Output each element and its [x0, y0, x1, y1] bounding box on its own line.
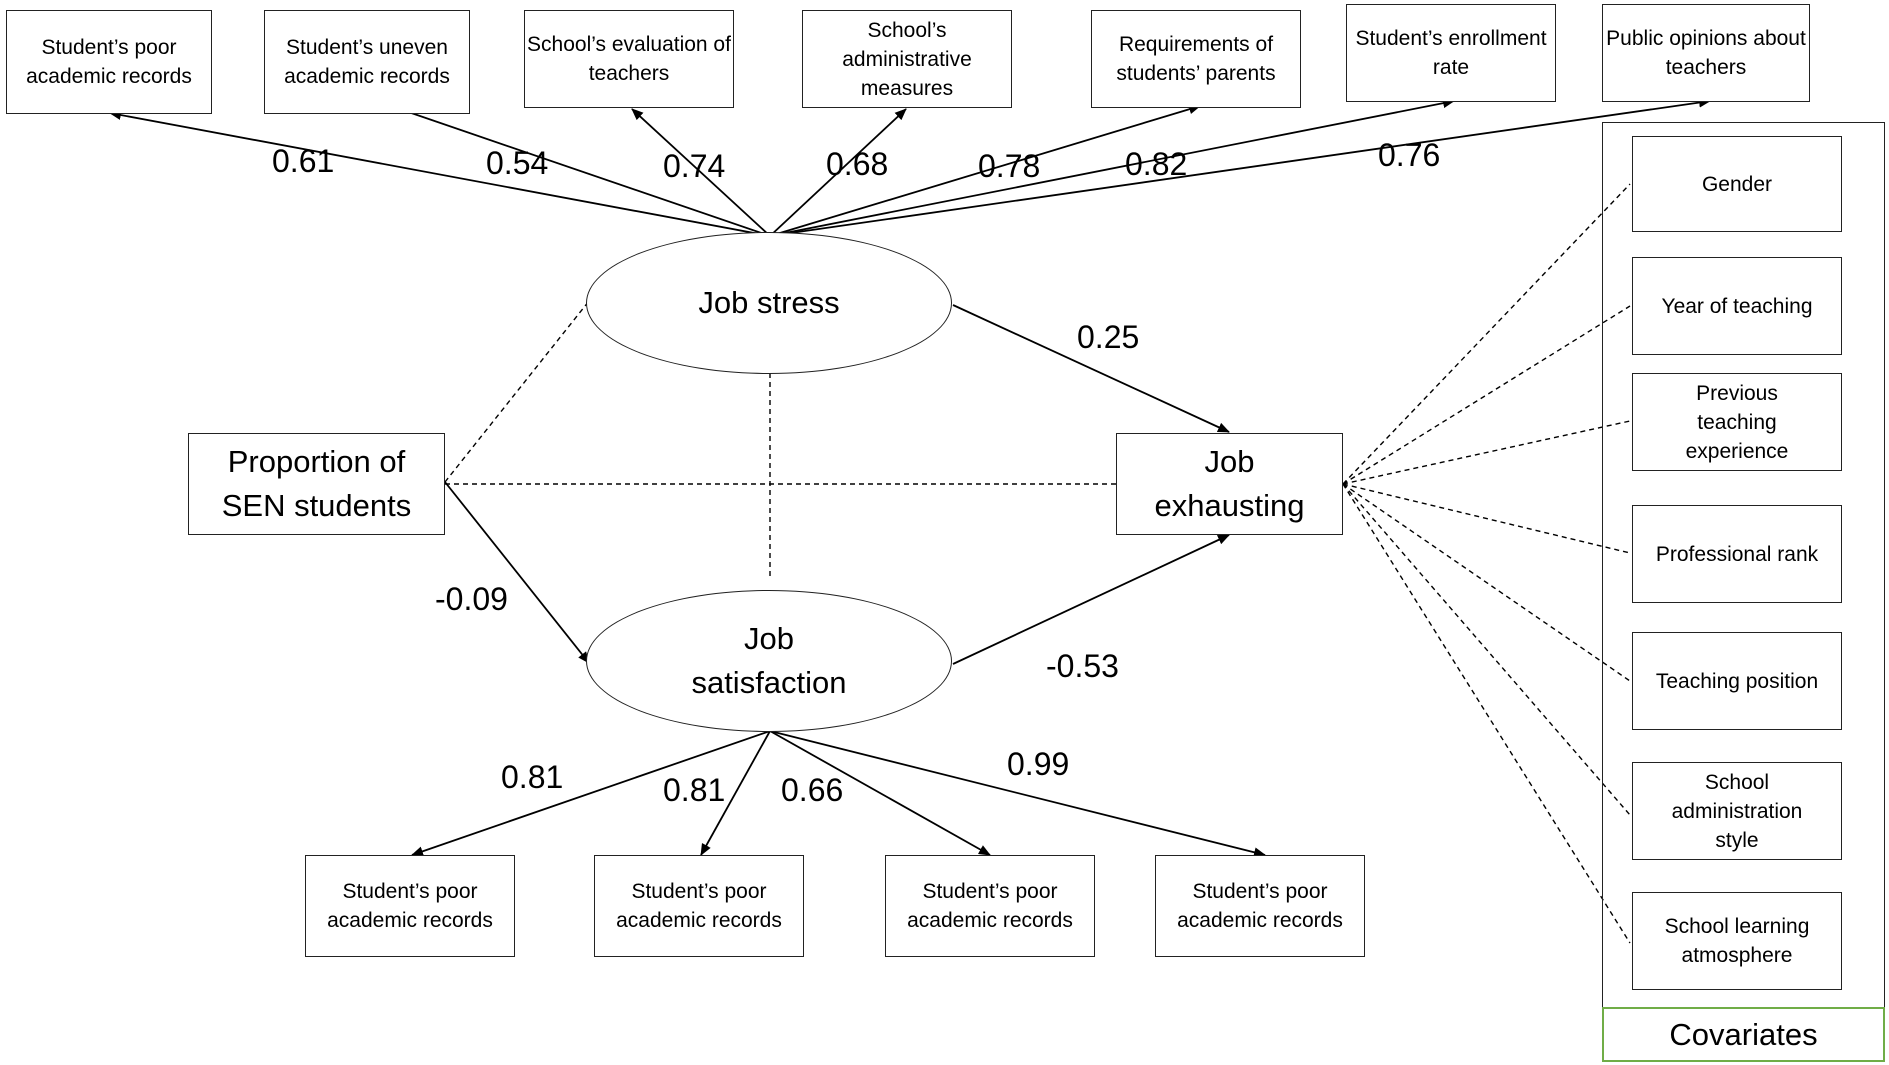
stress-indicator-7: Public opinions about teachers — [1602, 4, 1810, 102]
label-proportion-to-satisfaction: -0.09 — [435, 581, 508, 617]
proportion-sen-box: Proportion of SEN students — [188, 433, 445, 535]
job-exhausting-box: Job exhausting — [1116, 433, 1343, 535]
label-satisfaction-loading-2: 0.81 — [663, 772, 726, 808]
stress-indicator-3: School’s evaluation of teachers — [524, 10, 734, 108]
label-satisfaction-loading-1: 0.81 — [501, 759, 564, 795]
arrow-satisfaction-ind4 — [769, 730, 1266, 858]
job-stress-ellipse: Job stress — [586, 232, 952, 374]
arrow-satisfaction-ind1 — [411, 730, 771, 857]
covariate-professional-rank: Professional rank — [1632, 505, 1842, 603]
corr-proportion-stress — [444, 300, 590, 483]
label-satisfaction-loading-4: 0.99 — [1007, 746, 1070, 782]
cov-line-5 — [1342, 483, 1631, 682]
satisfaction-indicator-2: Student’s poor academic records — [594, 855, 804, 957]
arrow-stress-ind6 — [769, 98, 1455, 237]
label-stress-loading-7: 0.76 — [1378, 137, 1441, 173]
arrow-stress-ind3 — [631, 108, 771, 237]
label-stress-to-exhausting: 0.25 — [1077, 319, 1140, 355]
covariate-administration-style: School administration style — [1632, 762, 1842, 860]
arrow-stress-ind2 — [384, 102, 771, 237]
satisfaction-indicator-1: Student’s poor academic records — [305, 855, 515, 957]
covariate-learning-atmosphere: School learning atmosphere — [1632, 892, 1842, 990]
label-satisfaction-to-exhausting: -0.53 — [1046, 648, 1119, 684]
label-satisfaction-loading-3: 0.66 — [781, 772, 844, 808]
stress-indicator-6: Student’s enrollment rate — [1346, 4, 1556, 102]
covariates-title: Covariates — [1602, 1007, 1885, 1062]
arrow-stress-to-exhausting — [952, 304, 1230, 433]
arrow-stress-ind4 — [769, 108, 907, 237]
label-stress-loading-5: 0.78 — [978, 148, 1041, 184]
cov-line-2 — [1342, 305, 1631, 485]
cov-line-7 — [1342, 483, 1631, 944]
cov-line-4 — [1342, 483, 1631, 554]
covariate-teaching-position: Teaching position — [1632, 632, 1842, 730]
label-stress-loading-1: 0.61 — [272, 143, 335, 179]
satisfaction-indicator-3: Student’s poor academic records — [885, 855, 1095, 957]
cov-line-1 — [1342, 183, 1631, 485]
arrow-satisfaction-ind3 — [769, 730, 991, 856]
arrow-stress-ind7 — [769, 97, 1711, 237]
label-stress-loading-3: 0.74 — [663, 148, 726, 184]
arrow-stress-ind1 — [109, 110, 771, 237]
stress-indicator-1: Student’s poor academic records — [6, 10, 212, 114]
covariate-year-of-teaching: Year of teaching — [1632, 257, 1842, 355]
label-stress-loading-4: 0.68 — [826, 146, 889, 182]
label-stress-loading-2: 0.54 — [486, 145, 549, 181]
covariate-gender: Gender — [1632, 136, 1842, 232]
arrow-proportion-to-satisfaction — [444, 481, 590, 664]
stress-indicator-5: Requirements of students’ parents — [1091, 10, 1301, 108]
cov-line-3 — [1342, 420, 1631, 485]
stress-indicator-4: School’s administrative measures — [802, 10, 1012, 108]
label-stress-loading-6: 0.82 — [1125, 146, 1188, 182]
covariate-previous-experience: Previous teaching experience — [1632, 373, 1842, 471]
arrow-satisfaction-ind2 — [700, 730, 771, 856]
satisfaction-indicator-4: Student’s poor academic records — [1155, 855, 1365, 957]
job-satisfaction-ellipse: Job satisfaction — [586, 590, 952, 732]
cov-line-6 — [1342, 483, 1631, 816]
arrow-stress-ind5 — [769, 104, 1201, 237]
arrow-satisfaction-to-exhausting — [952, 534, 1230, 665]
stress-indicator-2: Student’s uneven academic records — [264, 10, 470, 114]
